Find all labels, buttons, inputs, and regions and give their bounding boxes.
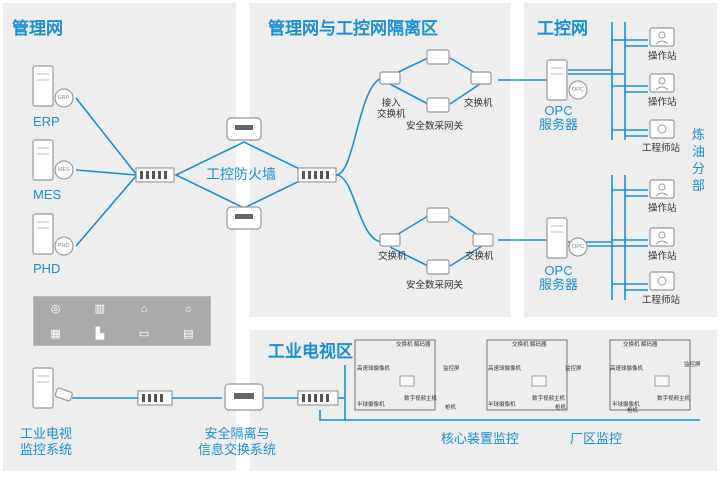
cctv1-monitor: 监控屏 [443,366,460,372]
engineer-station-1: 工程师站 [642,143,681,154]
tv-system-label: 工业电视 监控系统 [20,426,73,457]
opc-server-label-top: OPC 服务器 [539,103,579,132]
operator-station-4: 操作站 [648,251,677,262]
cctv2-dome: 高速球摄像机 [488,366,522,372]
home-icon: ⌂ [140,302,148,315]
cctv3-dome: 高速球摄像机 [610,366,644,372]
operator-station-1: 操作站 [648,51,677,62]
core-monitor-label: 核心装置监控 [441,431,520,446]
mes-label: MES [33,187,62,202]
cctv3-monitor: 监控屏 [684,362,701,368]
sun-icon: ☼ [183,302,194,315]
opc-badge-bottom: OPC [572,244,584,250]
access-switch-label: 接入 交换机 [377,98,406,120]
opc-badge-top: OPC [572,87,584,93]
phd-label: PHD [33,261,61,276]
phd-badge: PHD [58,243,70,249]
cctv1-top: 交换机 解码器 [396,342,431,348]
cctv1-nvr: 数字视频主机 [404,396,438,402]
industrial-zone [524,3,717,317]
device-icon-grid: ◎ ▥ ⌂ ☼ ▦ ▙ ▭ ▤ [33,296,211,346]
opc-server-label-bottom: OPC 服务器 [539,263,579,292]
plant-monitor-label: 厂区监控 [570,431,623,446]
isolation-zone [250,3,510,317]
zone-title-management: 管理网 [12,19,63,38]
firewall-label: 工控防火墙 [206,166,276,182]
zone-title-tv: 工业电视区 [268,342,353,361]
database-icon: ▤ [183,327,194,340]
gateway-bottom-label: 安全数采网关 [406,280,464,291]
erp-label: ERP [33,114,60,129]
cctv1-dome: 高速球摄像机 [357,366,391,372]
cctv3-fixed: 半球摄像机 [612,402,640,408]
mes-badge: MES [58,167,70,173]
cctv1-gun: 枪机 [445,405,457,411]
cctv3-top: 交换机 解码器 [623,342,658,348]
switch-top-label: 交换机 [464,98,493,109]
engineer-station-2: 工程师站 [642,295,681,306]
refinery-label: 炼 油 分 部 [692,127,706,193]
erp-badge: ERP [58,95,70,101]
cctv3-nvr: 数字视频主机 [657,396,691,402]
switch-bl-label: 交换机 [378,251,407,262]
cctv2-fixed: 半球摄像机 [488,402,516,408]
grid-icon: ▦ [50,327,61,340]
zone-title-industrial: 工控网 [537,19,588,38]
operator-station-3: 操作站 [648,203,677,214]
cctv2-nvr: 数字视频主机 [532,396,566,402]
operator-station-2: 操作站 [648,97,677,108]
zone-title-isolation: 管理网与工控网隔离区 [268,19,438,38]
cctv2-gun: 枪机 [555,405,567,411]
cctv2-top: 交换机 解码器 [512,342,547,348]
globe-icon: ◎ [50,303,61,316]
chart-icon: ▥ [94,303,106,316]
factory-icon: ▙ [95,327,105,340]
cctv1-fixed: 半球摄像机 [357,402,385,408]
switch-br-label: 交换机 [465,251,494,262]
cctv3-gun: 枪机 [627,408,639,414]
gateway-top-label: 安全数采网关 [406,121,464,132]
folder-icon: ▭ [138,327,150,340]
cctv2-monitor: 监控屏 [565,366,582,372]
security-exchange-label: 安全隔离与 信息交换系统 [198,426,277,457]
